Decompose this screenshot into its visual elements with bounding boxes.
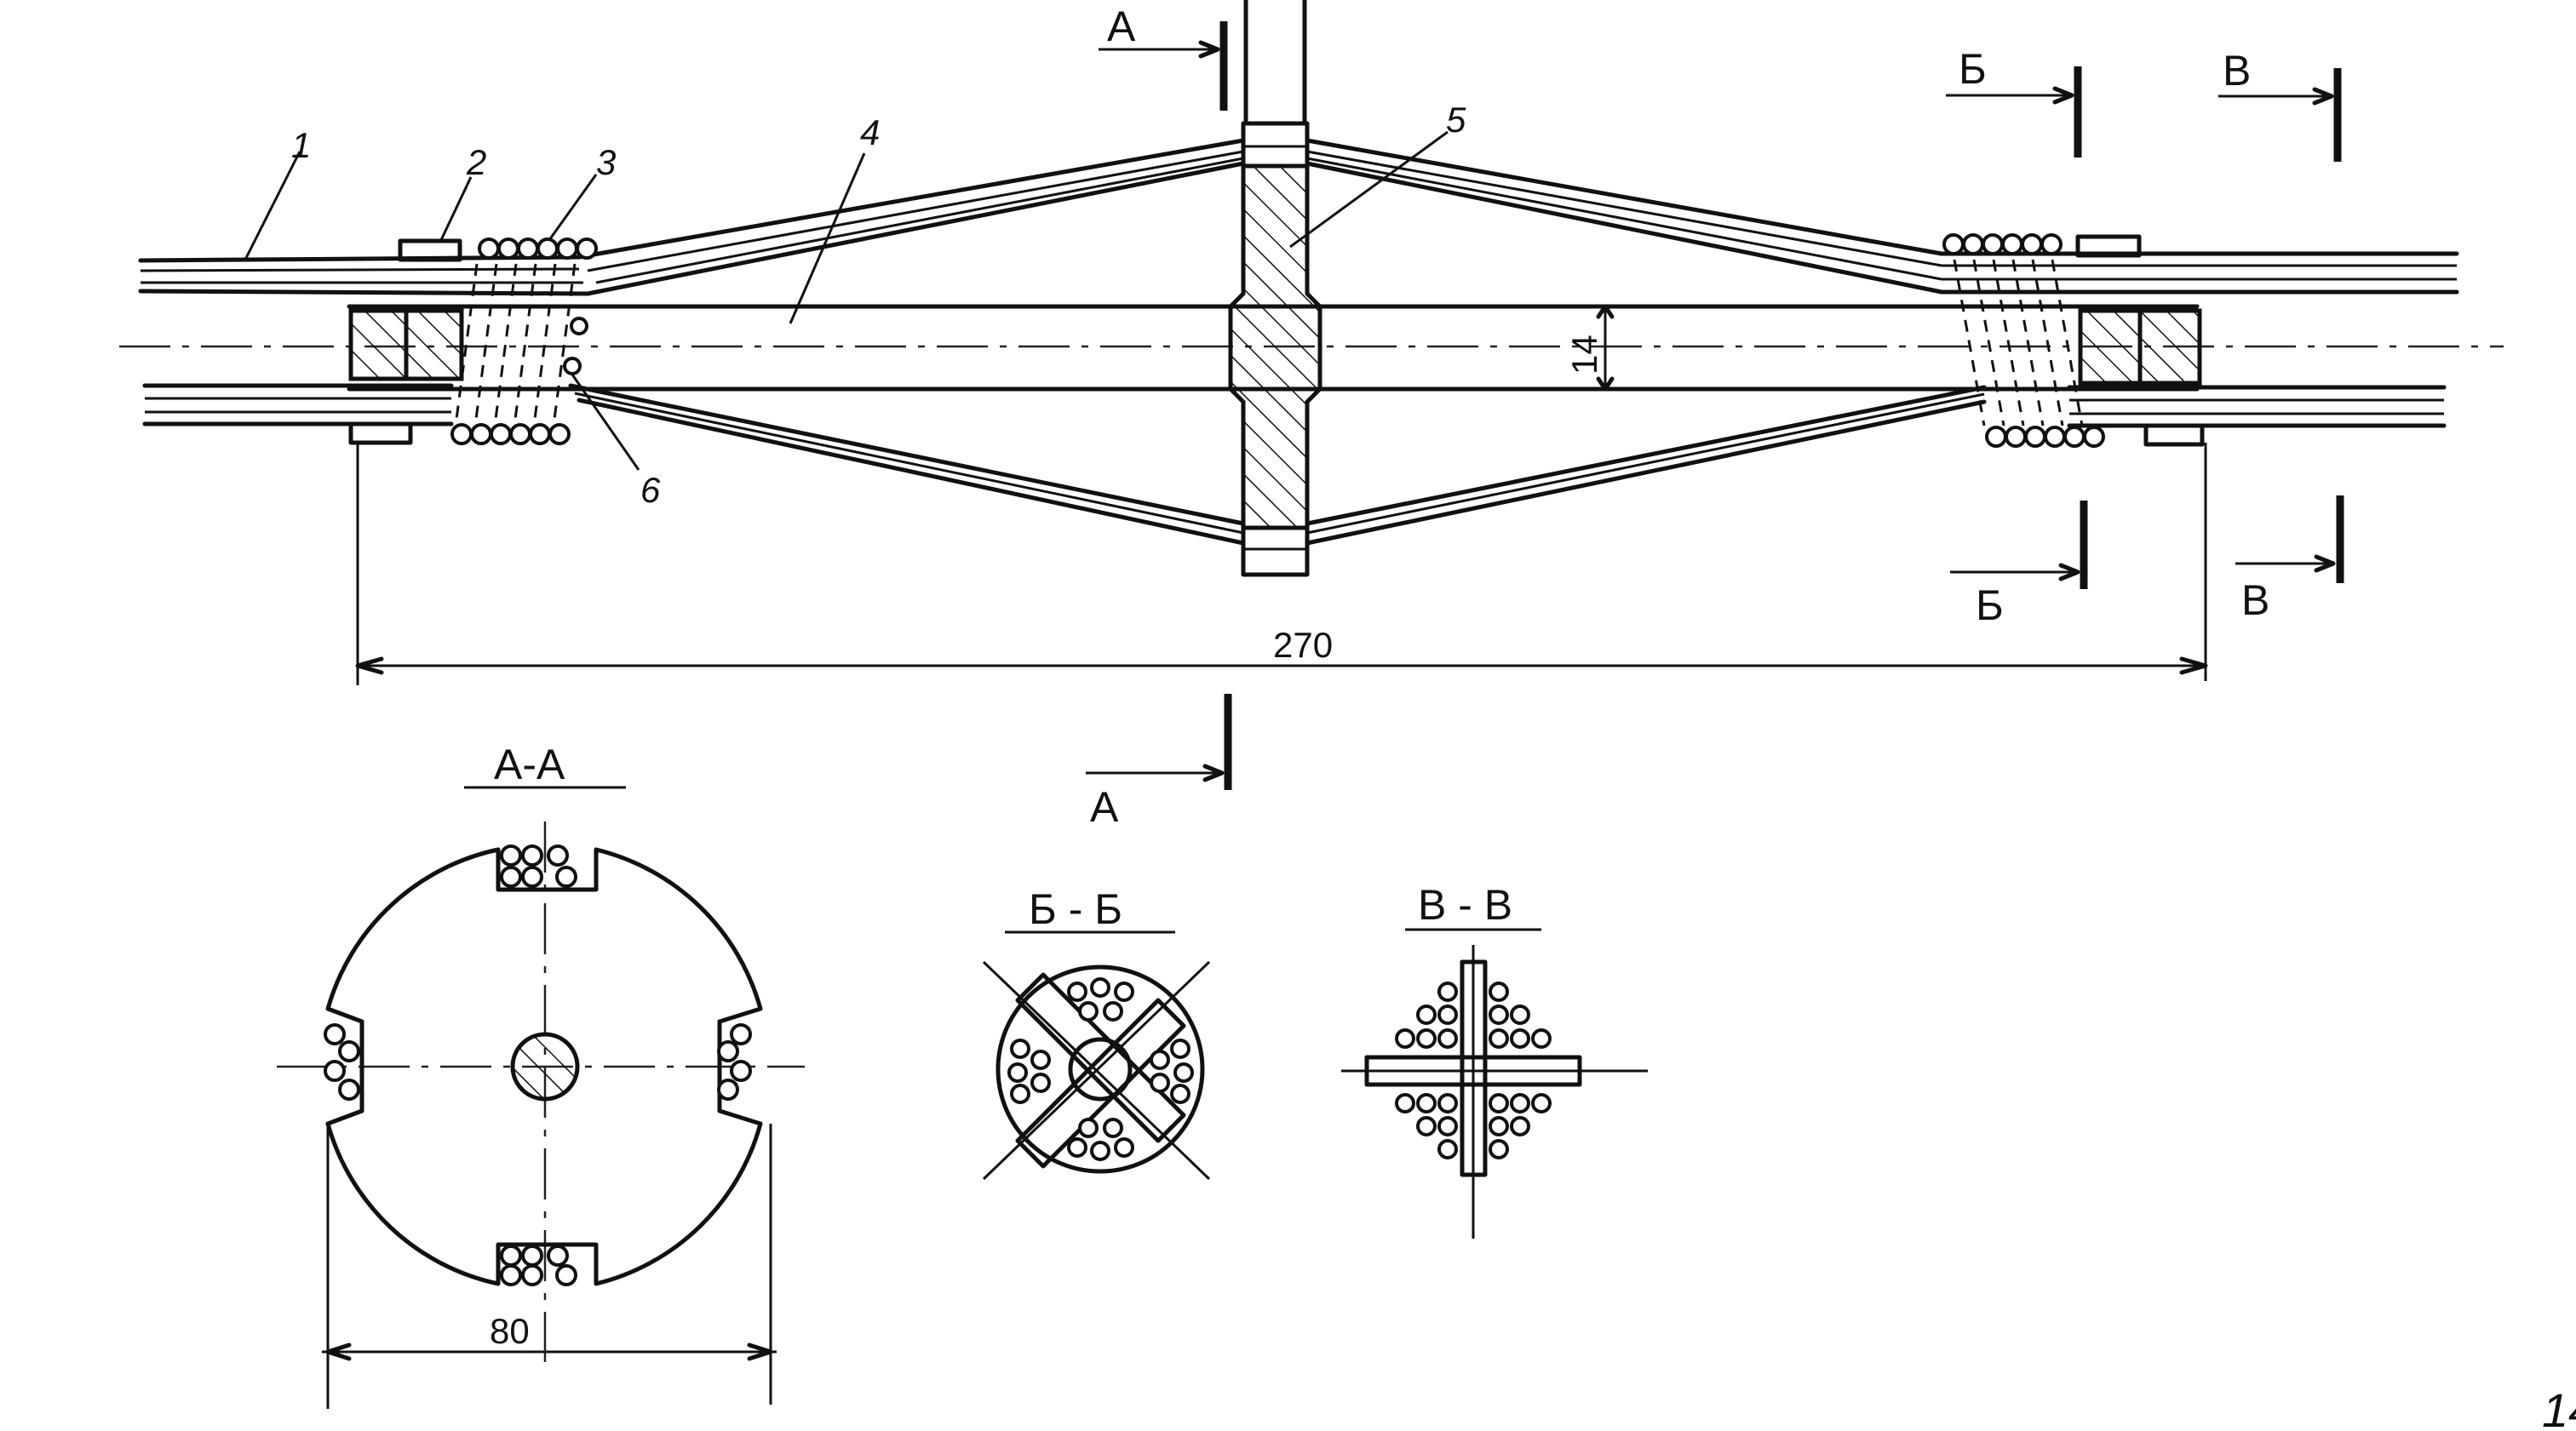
section-label-a-bottom: А [1090, 783, 1119, 831]
right-winding [1942, 233, 2105, 448]
lower-right-bundle [1305, 385, 1987, 546]
left-clamp [348, 238, 464, 445]
upper-tube-left [138, 255, 590, 296]
section-marker-b-top: Б [1946, 45, 2082, 157]
callout-5: 5 [1446, 100, 1466, 140]
section-bb-wires [1007, 977, 1194, 1161]
gap-dimension: 14 [1564, 304, 1615, 392]
section-marker-a-bottom: А [1086, 694, 1232, 831]
callout-numbers: 1 2 3 4 5 6 [291, 100, 1466, 510]
section-marker-v-top: В [2218, 47, 2342, 162]
callout-6: 6 [640, 470, 661, 510]
callout-leaders [244, 130, 1449, 471]
section-aa: А-А [277, 741, 805, 1409]
diameter-dimension-value: 80 [490, 1311, 530, 1351]
length-dimension: 270 [355, 443, 2208, 685]
callout-3: 3 [596, 142, 616, 182]
section-label-a-top: А [1107, 3, 1136, 50]
corner-page-number: 14 [2542, 1383, 2576, 1431]
section-label-b-bottom: Б [1976, 581, 2004, 629]
lower-tube-right [2067, 385, 2447, 428]
main-view: 1 2 3 4 5 6 14 270 А [119, 0, 2504, 831]
section-aa-core [510, 1032, 580, 1102]
section-vv-vertical-bar [1460, 959, 1488, 1177]
callout-2: 2 [466, 142, 486, 182]
gap-dimension-value: 14 [1564, 335, 1604, 375]
section-marker-b-bottom: Б [1950, 501, 2088, 629]
left-winding [450, 238, 598, 445]
section-vv-title: В - В [1418, 881, 1512, 929]
section-label-b-top: Б [1959, 45, 1987, 93]
section-vv: В - В [1341, 881, 1648, 1239]
section-marker-a-top: А [1099, 3, 1228, 111]
section-label-v-bottom: В [2241, 576, 2269, 624]
section-aa-wires [324, 844, 752, 1286]
section-vv-horizontal-bar [1364, 1055, 1582, 1087]
upper-left-bundle [577, 138, 1246, 296]
right-clamp [2075, 234, 2205, 447]
lower-left-bundle [568, 383, 1246, 546]
upper-right-bundle [1305, 138, 1944, 295]
callout-4: 4 [860, 112, 880, 152]
section-marker-v-bottom: В [2235, 495, 2344, 624]
section-aa-disc [325, 847, 763, 1286]
section-vv-wires [1395, 982, 1552, 1159]
length-dimension-value: 270 [1273, 625, 1333, 665]
section-bb-title: Б - Б [1029, 885, 1122, 933]
lower-tube-left [142, 383, 454, 426]
callout-1: 1 [291, 125, 311, 165]
section-bb-disc [995, 964, 1205, 1174]
section-label-v-top: В [2223, 47, 2251, 94]
diameter-dimension: 80 [322, 1124, 777, 1409]
central-hub [1228, 0, 1322, 577]
section-bb: Б - Б [982, 885, 1211, 1181]
section-aa-title: А-А [494, 741, 565, 788]
